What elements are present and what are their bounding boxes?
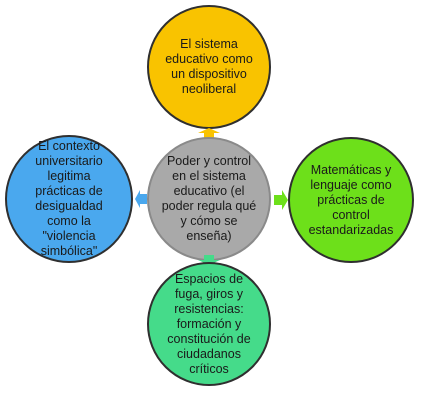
right-node: Matemáticas y lenguaje como prácticas de…	[288, 137, 414, 263]
center-node: Poder y control en el sistema educativo …	[147, 137, 271, 261]
right-arrow-icon	[274, 190, 288, 210]
center-node-label: Poder y control en el sistema educativo …	[161, 154, 257, 243]
top-node-label: El sistema educativo como un dispositivo…	[165, 37, 253, 96]
up-arrow-icon	[198, 128, 220, 138]
right-node-label: Matemáticas y lenguaje como prácticas de…	[308, 162, 394, 237]
top-node: El sistema educativo como un dispositivo…	[147, 5, 271, 129]
left-arrow-icon	[135, 190, 147, 208]
left-node-label: El contexto universitario legitima práct…	[35, 139, 103, 258]
bottom-node-label: Espacios de fuga, giros y resistencias: …	[167, 271, 251, 376]
left-node: El contexto universitario legitima práct…	[5, 135, 133, 263]
bottom-node: Espacios de fuga, giros y resistencias: …	[147, 262, 271, 386]
